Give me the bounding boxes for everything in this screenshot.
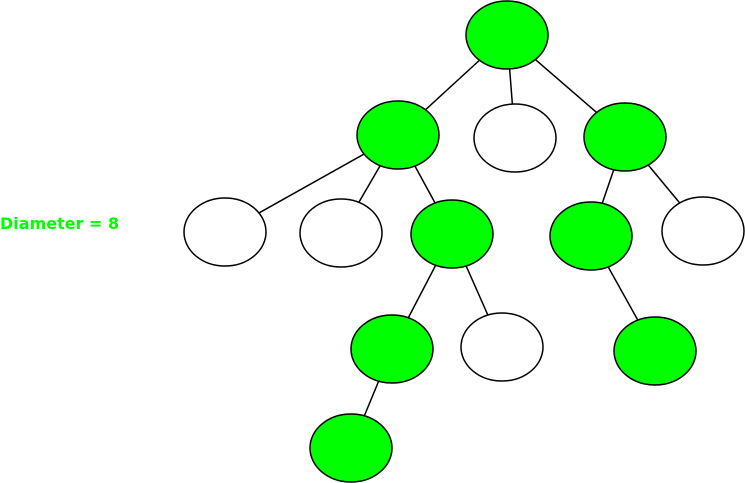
tree-node-a3a xyxy=(350,314,434,384)
tree-node-b xyxy=(473,103,557,173)
tree-node-c1 xyxy=(549,201,633,271)
tree-node-a3b xyxy=(460,312,544,382)
tree-node-c2 xyxy=(661,196,745,266)
tree-node-c1a xyxy=(613,316,697,386)
diameter-label: Diameter = 8 xyxy=(0,214,120,233)
tree-nodes xyxy=(183,0,745,483)
tree-node-root xyxy=(465,0,549,70)
tree-node-a2 xyxy=(299,198,383,268)
tree-node-a3 xyxy=(410,199,494,269)
tree-node-a1 xyxy=(183,197,267,267)
tree-node-a xyxy=(356,100,440,170)
tree-node-c xyxy=(583,102,667,172)
tree-node-a3a1 xyxy=(309,413,393,483)
